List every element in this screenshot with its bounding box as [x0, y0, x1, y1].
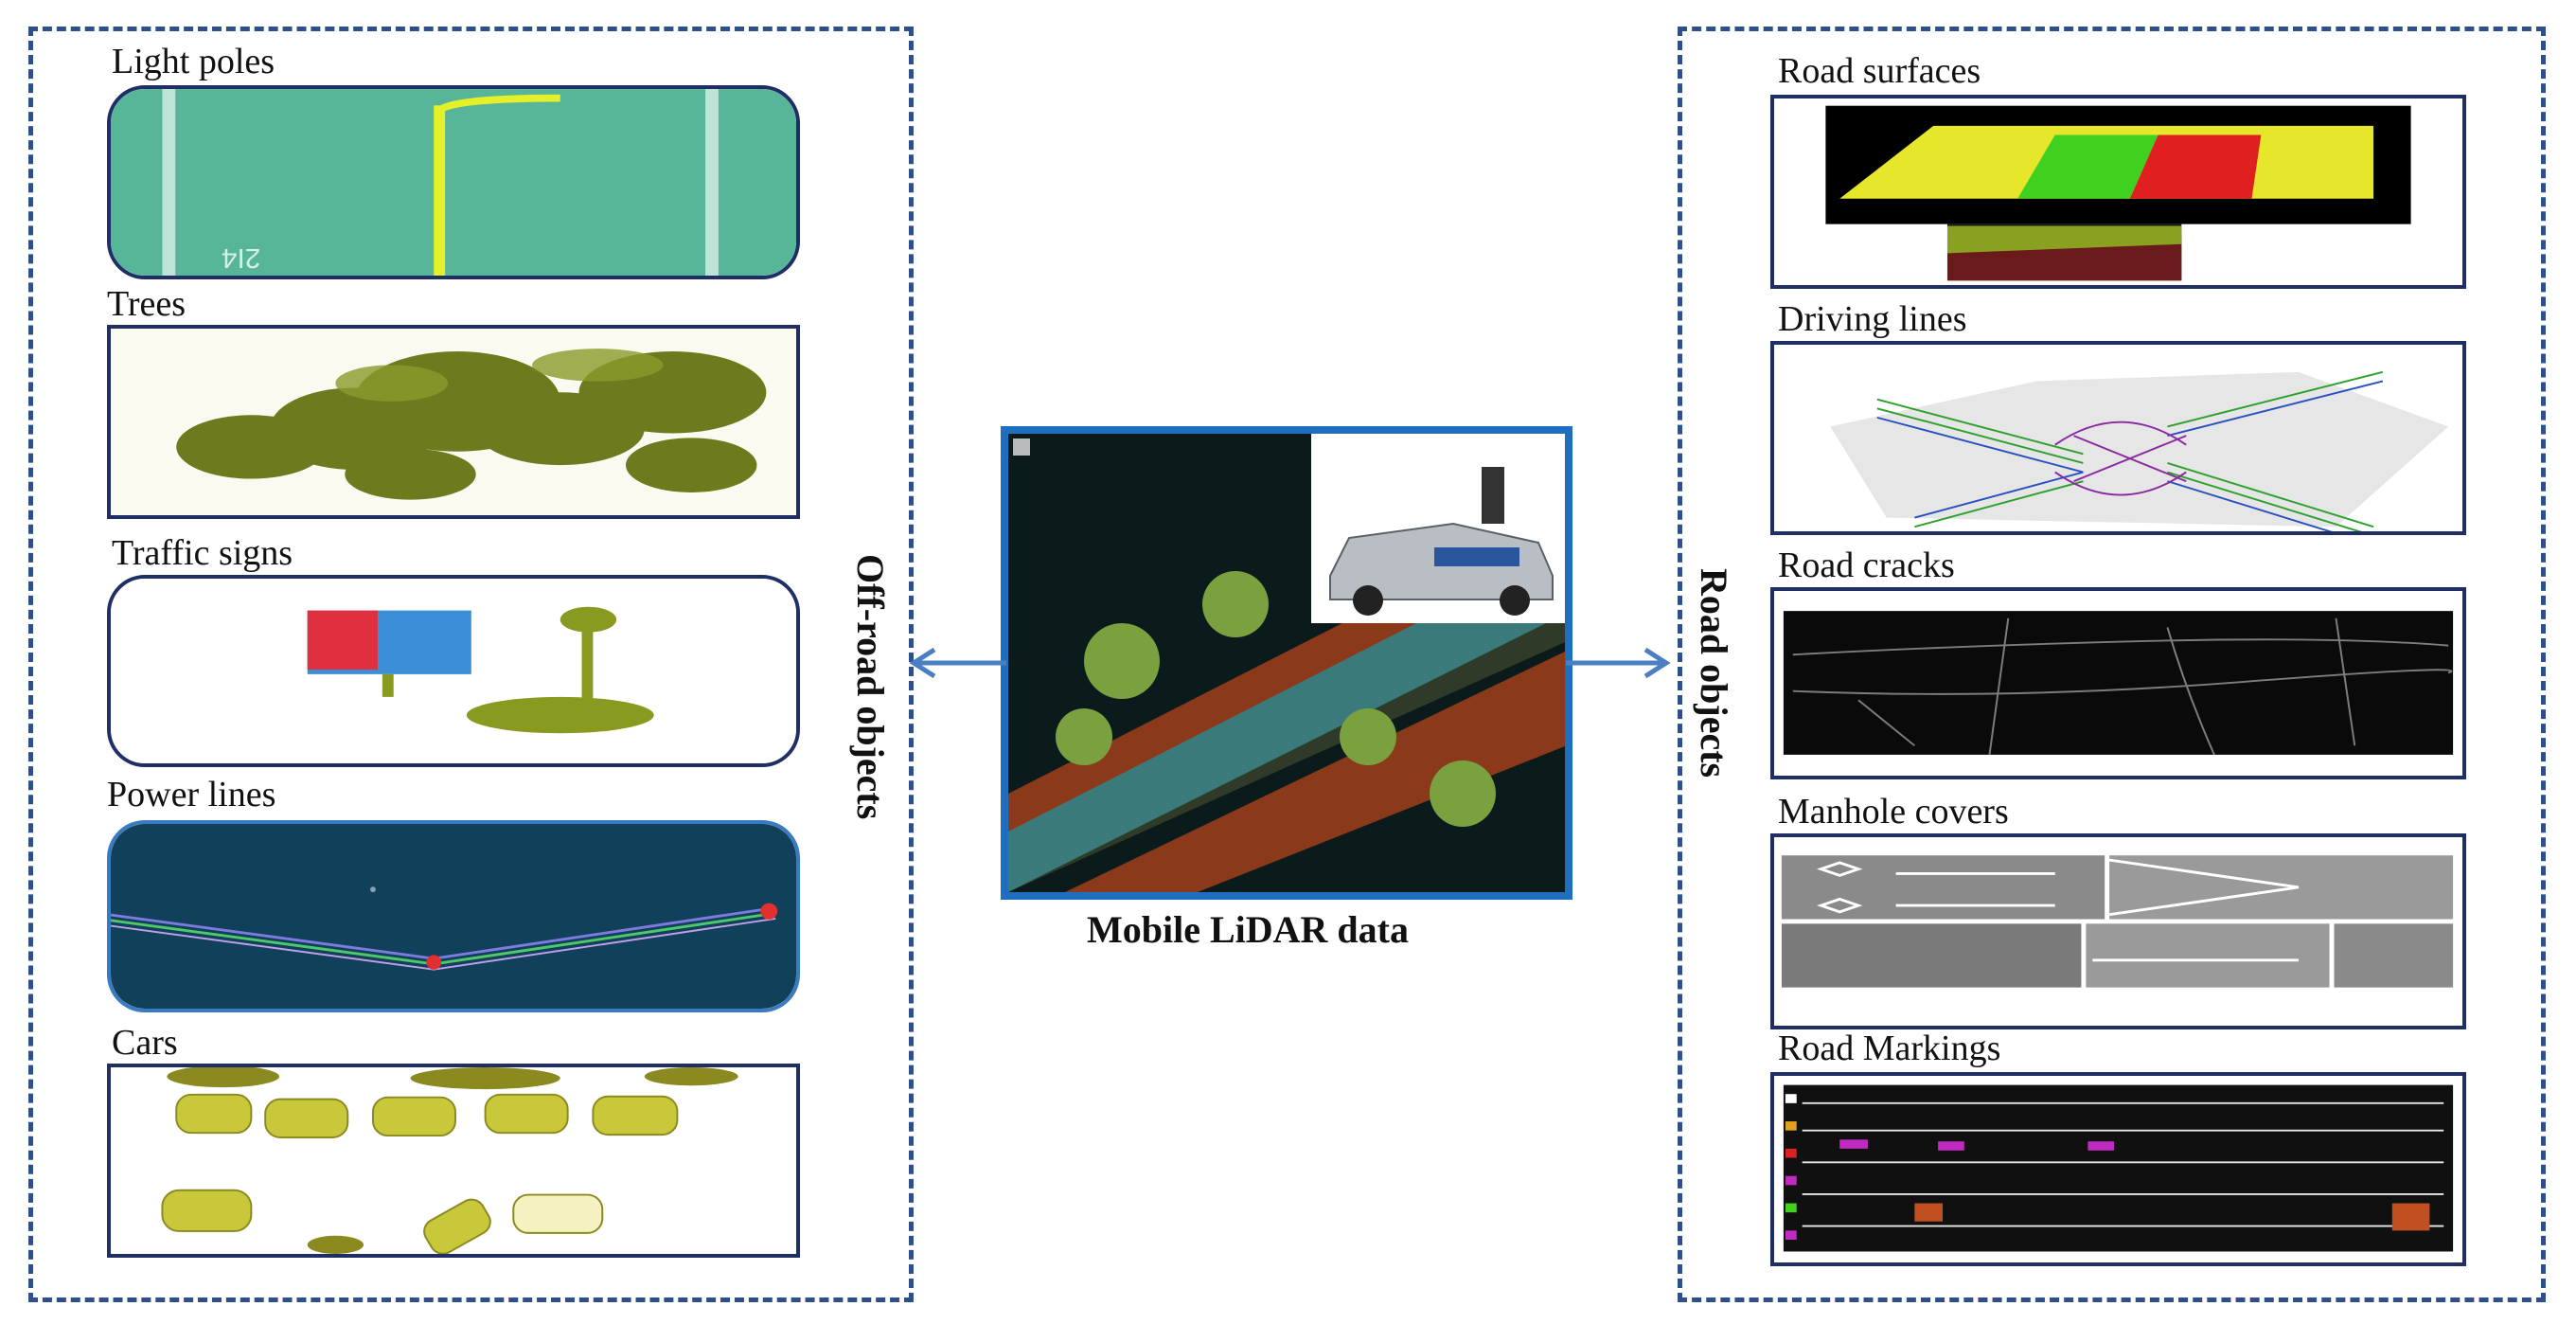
manhole-covers-image: [1770, 833, 2466, 1029]
road-objects-title: Road objects: [1693, 568, 1735, 778]
mobile-lidar-data-caption: Mobile LiDAR data: [1087, 908, 1409, 951]
manhole-covers-label: Manhole covers: [1778, 792, 2009, 832]
power-lines-image: [107, 820, 800, 1012]
trees-label: Trees: [107, 284, 187, 324]
road-cracks-label: Road cracks: [1778, 546, 1955, 585]
off-road-objects-title: Off-road objects: [849, 554, 892, 820]
right-arrow: [1566, 647, 1671, 679]
power-lines-label: Power lines: [107, 775, 276, 814]
road-cracks-image: [1770, 587, 2466, 779]
cars-label: Cars: [112, 1023, 178, 1063]
trees-image: [107, 325, 800, 519]
traffic-signs-label: Traffic signs: [112, 533, 293, 573]
road-surfaces-image: [1770, 95, 2466, 289]
road-objects-group: [1678, 27, 2546, 1302]
off-road-objects-group: [28, 27, 914, 1302]
driving-lines-label: Driving lines: [1778, 299, 1967, 339]
road-markings-image: [1770, 1072, 2466, 1266]
svg-text:2I4: 2I4: [222, 242, 260, 273]
road-surfaces-label: Road surfaces: [1778, 51, 1981, 91]
traffic-signs-image: [107, 575, 800, 767]
driving-lines-image: [1770, 341, 2466, 535]
light-poles-label: Light poles: [112, 42, 275, 81]
mobile-lidar-data-image: [1001, 426, 1572, 900]
cars-image: [107, 1064, 800, 1258]
road-markings-label: Road Markings: [1778, 1029, 2001, 1068]
left-arrow: [909, 647, 1006, 679]
light-poles-image: 2I4: [107, 85, 800, 279]
